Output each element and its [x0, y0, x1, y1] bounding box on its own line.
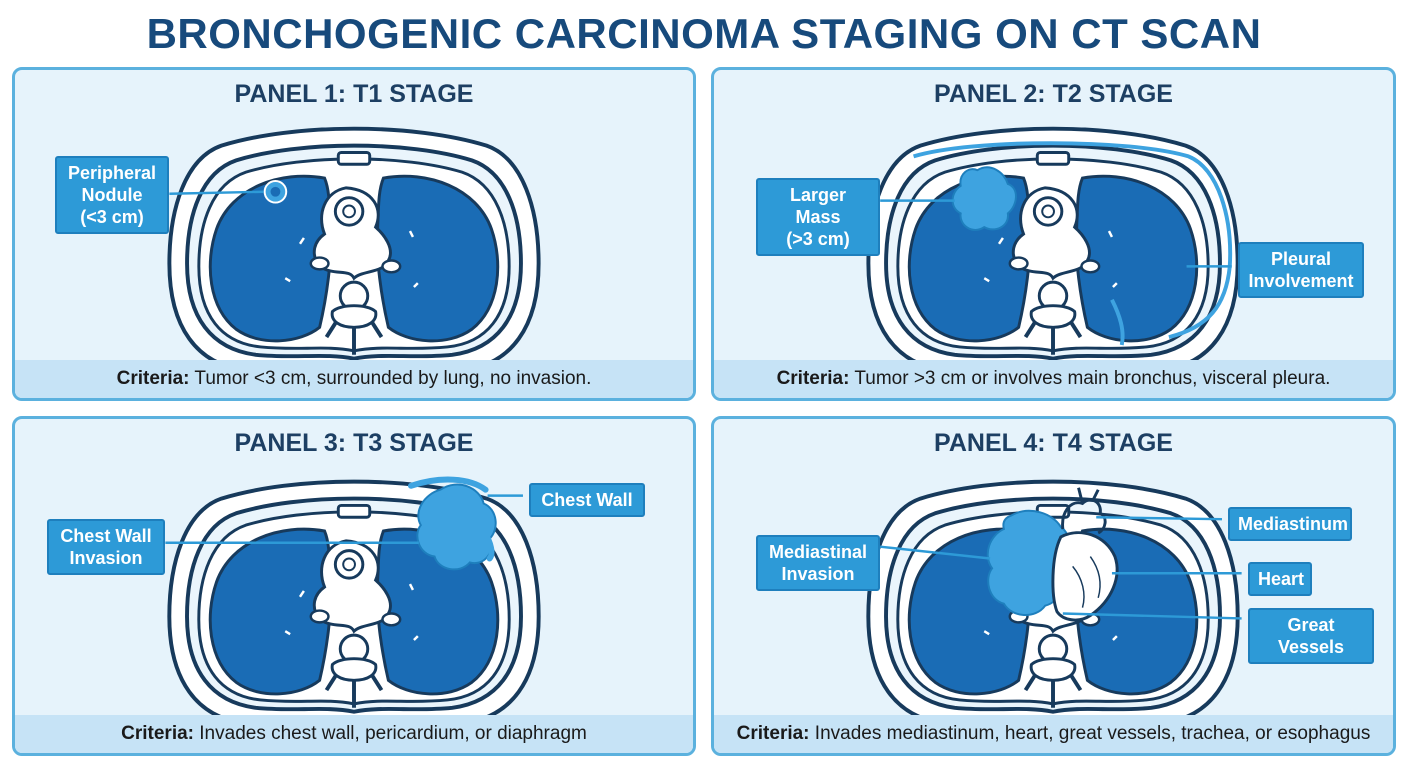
criteria-label: Criteria:: [121, 723, 194, 744]
callout-mediastinum: Mediastinum: [1228, 507, 1352, 541]
mediastinal-mass: [986, 510, 1071, 616]
ct-scan-t4: [866, 479, 1242, 730]
ct-scan-t2: [866, 126, 1240, 377]
leader-line: [1062, 612, 1242, 620]
callout-pleural-involvement: Pleural Involvement: [1238, 242, 1364, 298]
callout-great-vessels: Great Vessels: [1248, 608, 1374, 664]
callout-chest-wall-invasion: Chest Wall Invasion: [47, 519, 165, 575]
criteria-bar: Criteria: Tumor >3 cm or involves main b…: [714, 360, 1393, 398]
criteria-text: Tumor <3 cm, surrounded by lung, no inva…: [189, 368, 592, 389]
callout-mediastinal-invasion: Mediastinal Invasion: [756, 535, 880, 591]
leader-line: [1096, 516, 1222, 521]
ct-scan-t3: [165, 476, 541, 730]
chest-wall-tumor: [416, 483, 497, 571]
larger-mass: [951, 166, 1017, 231]
ct-scan-t1: [167, 126, 541, 377]
panel-t2: PANEL 2: T2 STAGE Larger Mass (>3 cm) Pl…: [711, 67, 1396, 401]
criteria-text: Invades mediastinum, heart, great vessel…: [809, 723, 1371, 744]
panel-title: PANEL 4: T4 STAGE: [934, 429, 1173, 457]
criteria-text: Tumor >3 cm or involves main bronchus, v…: [849, 368, 1331, 389]
callout-larger-mass: Larger Mass (>3 cm): [756, 178, 880, 256]
panel-t4: PANEL 4: T4 STAGE Mediastinal Invasion M…: [711, 416, 1396, 756]
callout-heart: Heart: [1248, 562, 1312, 596]
chest-wall-extension: [408, 476, 495, 562]
criteria-text: Invades chest wall, pericardium, or diap…: [194, 723, 587, 744]
panel-t3: PANEL 3: T3 STAGE Chest Wall Invasion Ch…: [12, 416, 696, 756]
callout-chest-wall: Chest Wall: [529, 483, 645, 517]
panel-title: PANEL 1: T1 STAGE: [234, 80, 474, 108]
criteria-bar: Criteria: Invades chest wall, pericardiu…: [15, 715, 693, 753]
leader-line: [169, 190, 264, 195]
criteria-label: Criteria:: [116, 368, 190, 389]
criteria-bar: Criteria: Invades mediastinum, heart, gr…: [714, 715, 1393, 753]
criteria-label: Criteria:: [776, 368, 850, 389]
criteria-bar: Criteria: Tumor <3 cm, surrounded by lun…: [15, 360, 693, 398]
callout-peripheral-nodule: Peripheral Nodule (<3 cm): [55, 156, 169, 234]
panel-t1: PANEL 1: T1 STAGE Peripheral Nodule (<3 …: [12, 67, 696, 401]
pleural-thickening: [912, 141, 1233, 346]
main-title: BRONCHOGENIC CARCINOMA STAGING ON CT SCA…: [146, 10, 1262, 57]
criteria-label: Criteria:: [736, 723, 810, 744]
great-vessels-illustration: [1061, 487, 1107, 535]
panel-title: PANEL 2: T2 STAGE: [934, 80, 1173, 108]
leader-line: [879, 545, 991, 560]
panel-title: PANEL 3: T3 STAGE: [234, 429, 474, 457]
